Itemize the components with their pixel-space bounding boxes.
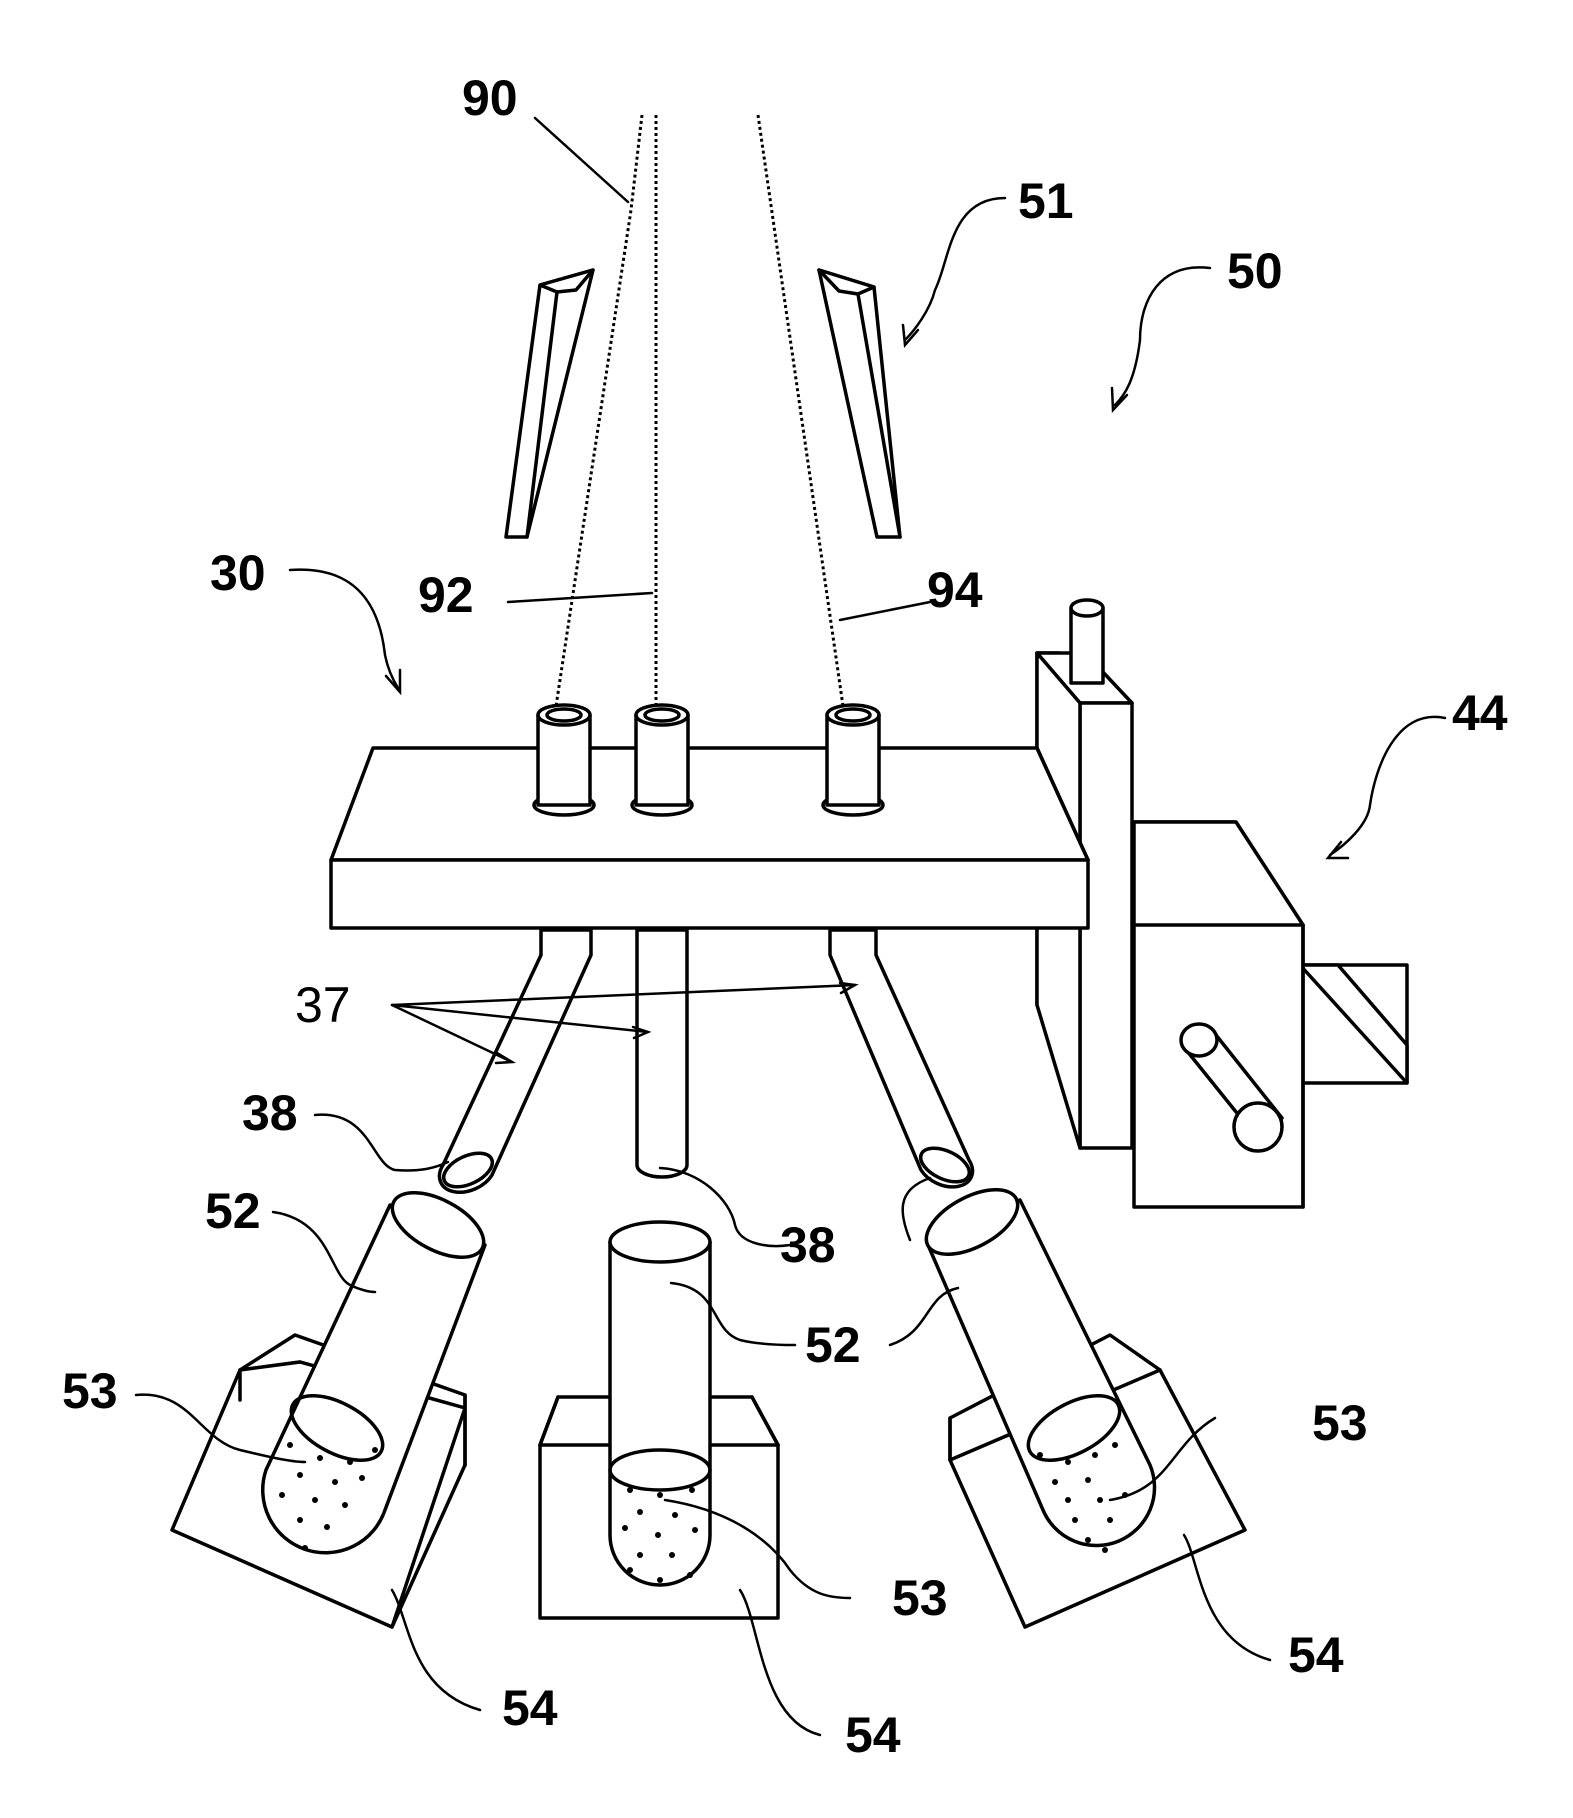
label-30: 30 <box>210 545 266 601</box>
port-left <box>534 705 594 815</box>
label-94: 94 <box>927 562 983 618</box>
label-38-left: 38 <box>242 1085 298 1141</box>
label-44: 44 <box>1452 685 1508 741</box>
tube-left <box>439 930 591 1194</box>
label-92: 92 <box>418 567 474 623</box>
port-right <box>823 705 883 815</box>
label-54-right: 54 <box>1288 1627 1344 1683</box>
label-53-left: 53 <box>62 1363 118 1419</box>
beam-94 <box>758 115 844 713</box>
label-53-right: 53 <box>1312 1395 1368 1451</box>
label-37: 37 <box>295 977 351 1033</box>
mirror-right <box>819 270 900 537</box>
tube-right <box>830 930 974 1189</box>
label-53-center: 53 <box>892 1570 948 1626</box>
beam-90 <box>555 115 642 713</box>
label-38-center: 38 <box>780 1217 836 1273</box>
mirror-left <box>506 270 593 537</box>
label-90: 90 <box>462 70 518 126</box>
label-52-center: 52 <box>805 1317 861 1373</box>
label-52-left: 52 <box>205 1183 261 1239</box>
label-50: 50 <box>1227 243 1283 299</box>
platform-30 <box>331 748 1088 928</box>
label-54-center: 54 <box>845 1707 901 1763</box>
tube-center <box>637 930 687 1177</box>
label-51: 51 <box>1018 173 1074 229</box>
label-54-left: 54 <box>502 1680 558 1736</box>
port-center <box>632 705 692 815</box>
